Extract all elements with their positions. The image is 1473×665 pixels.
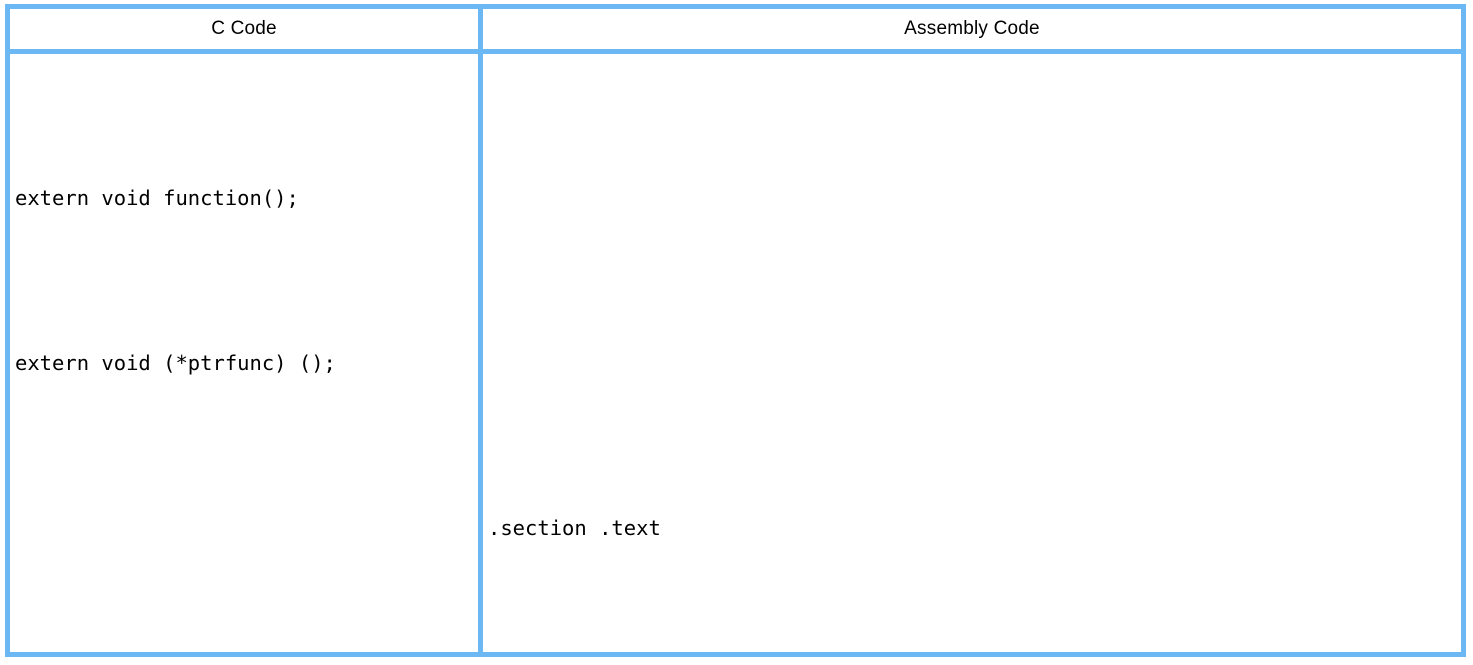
assembly-code-line (488, 171, 1461, 226)
column-header-assembly-code: Assembly Code (904, 18, 1040, 39)
assembly-directive: .section .text (488, 516, 661, 540)
table-header-row: C Code Assembly Code (10, 9, 1461, 54)
column-header-c-code: C Code (10, 9, 483, 49)
cell-assembly-code: .section .text lisr11,ptrfunc@ha lisr9,f… (483, 54, 1461, 652)
assembly-code-line: .section .text (488, 501, 1461, 556)
table-body-row: extern void function(); extern void (*pt… (10, 54, 1461, 652)
c-to-assembly-comparison-table: C Code Assembly Code extern void functio… (5, 4, 1466, 657)
c-code-block: extern void function(); extern void (*pt… (10, 54, 478, 652)
c-code-line: extern void (*ptrfunc) (); (15, 351, 336, 375)
c-code-line: extern void function(); (15, 186, 299, 210)
assembly-code-line (488, 336, 1461, 391)
c-code-line (15, 501, 478, 556)
assembly-code-block: .section .text lisr11,ptrfunc@ha lisr9,f… (483, 54, 1461, 652)
cell-c-code: extern void function(); extern void (*pt… (10, 54, 483, 652)
